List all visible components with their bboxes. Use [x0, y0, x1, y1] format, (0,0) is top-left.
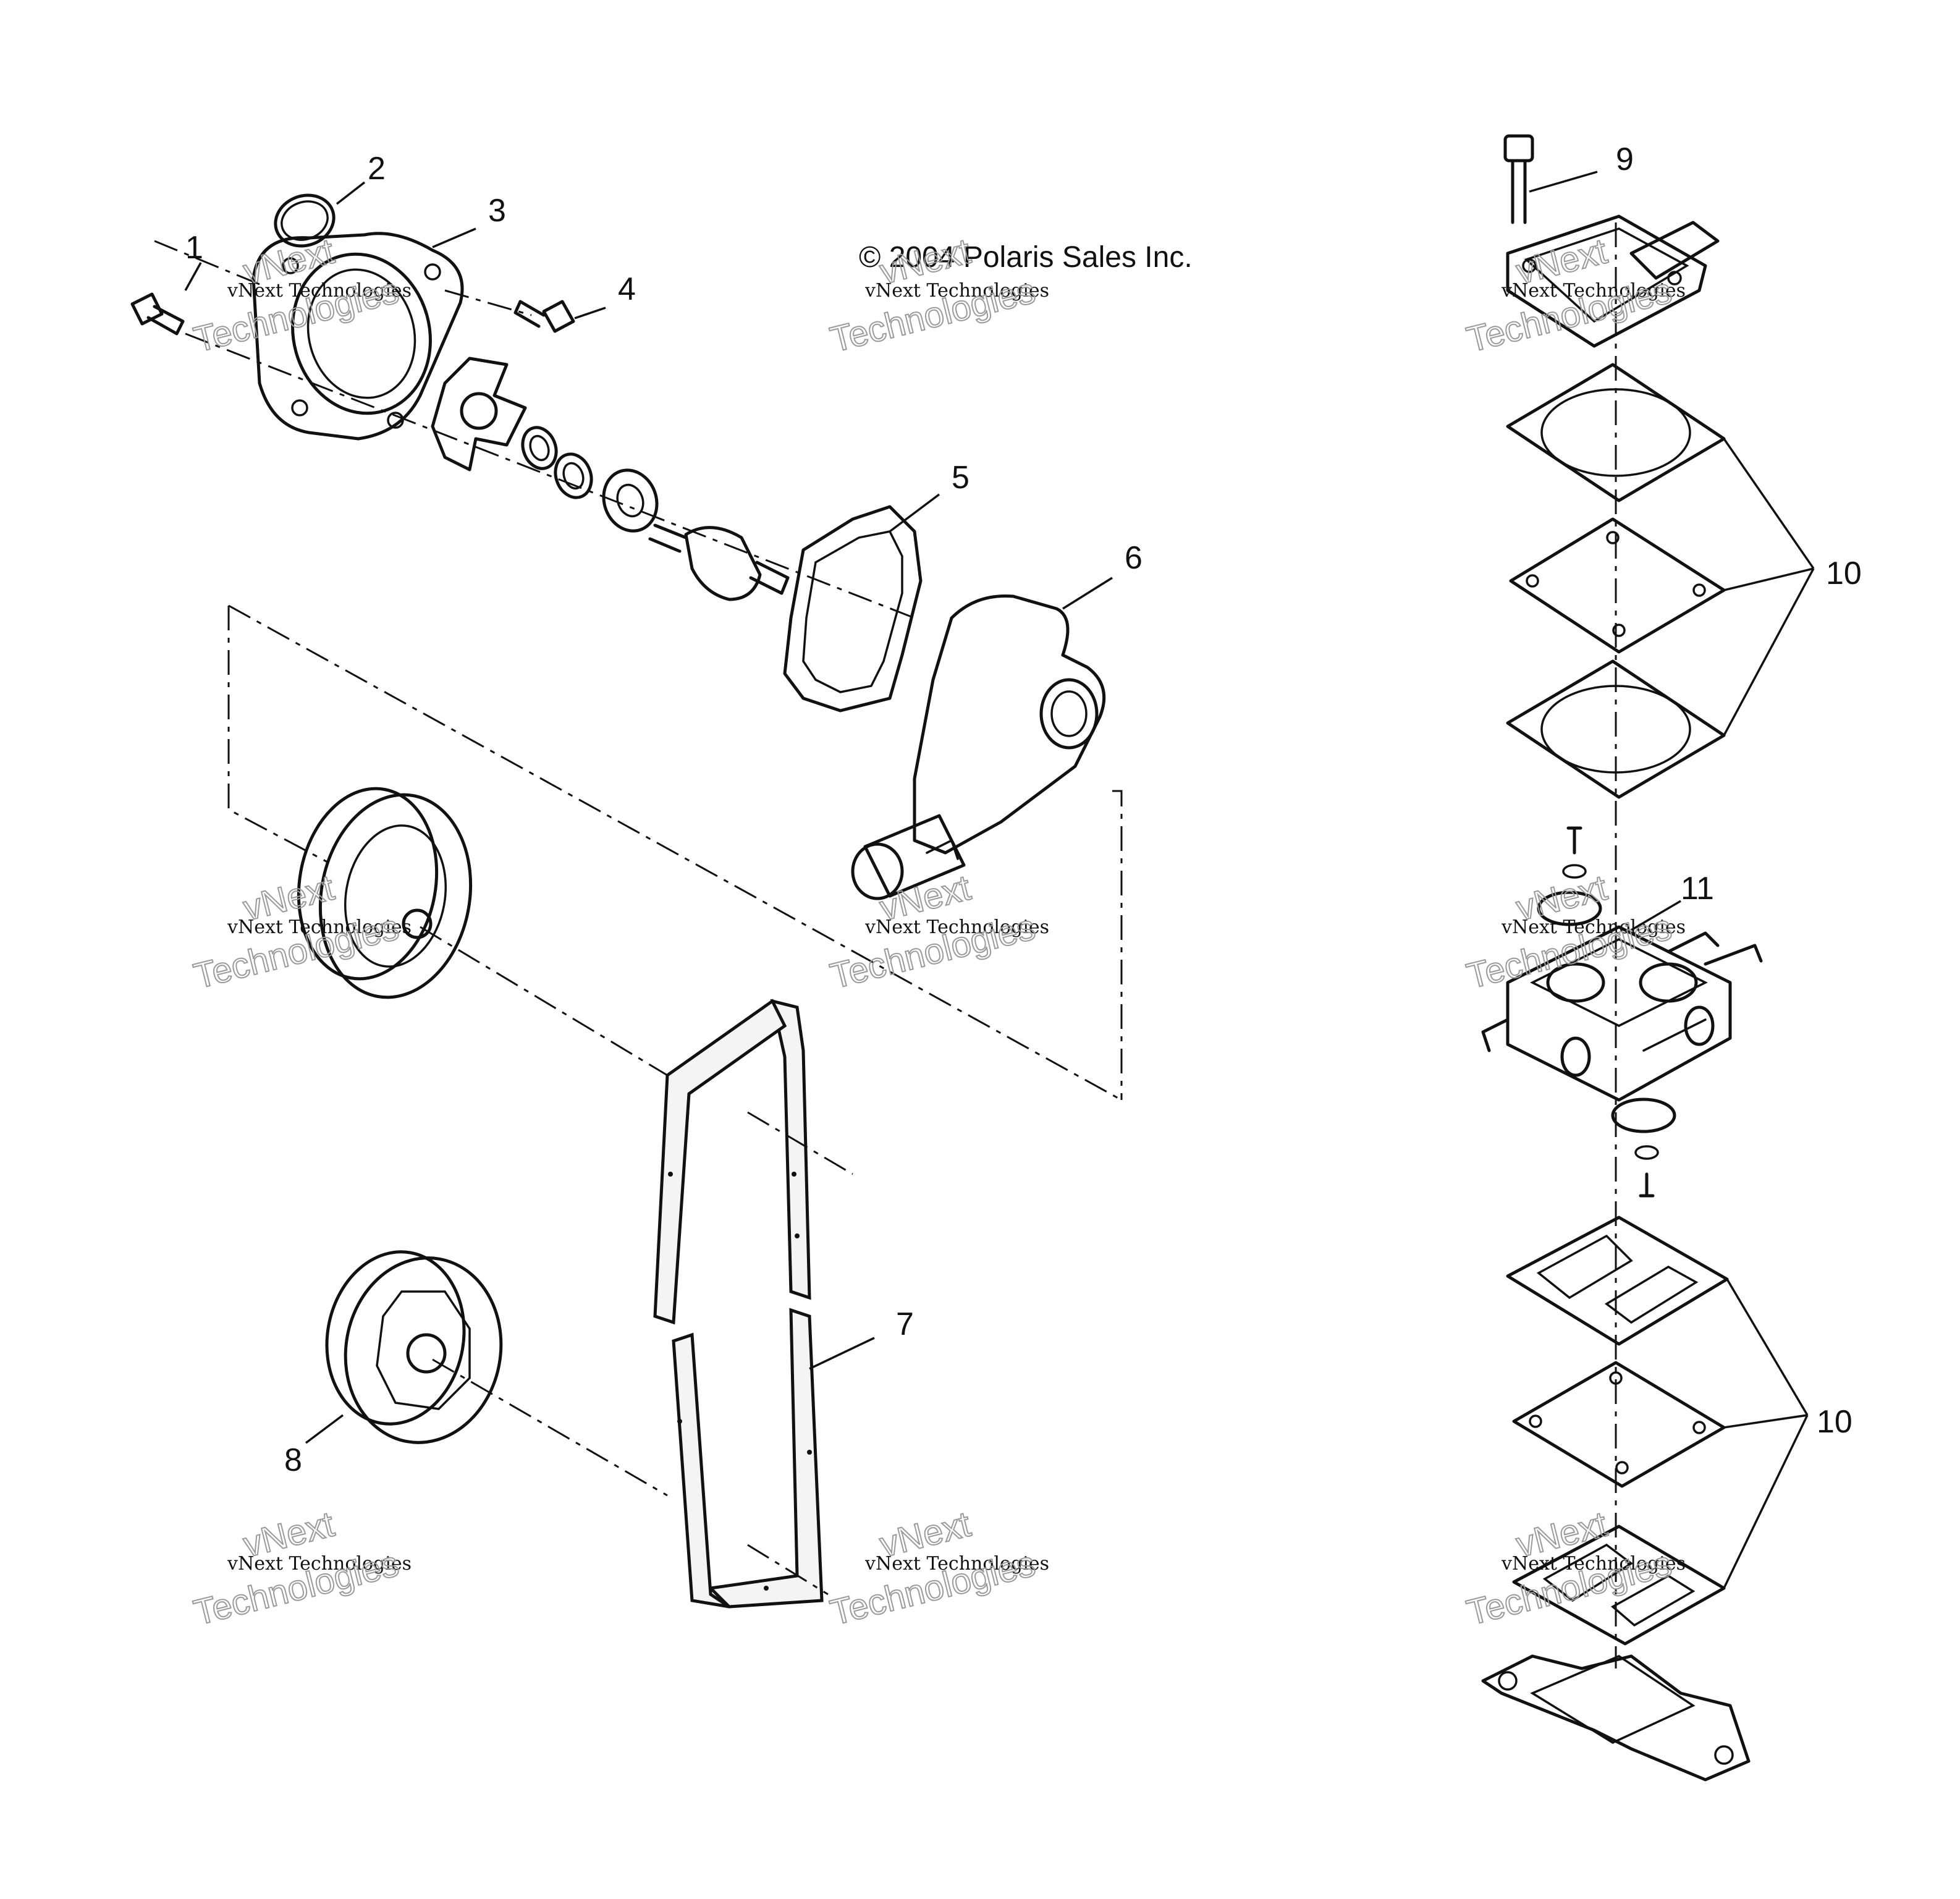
seal-1[interactable]: [517, 423, 562, 473]
diaphragm-part-10-upper[interactable]: [1509, 517, 1726, 654]
svg-text:vNext Technologies: vNext Technologies: [227, 280, 412, 302]
watermarks: vNext Technologies vNext Technologies vN…: [189, 231, 1686, 1634]
watermark-8: vNext Technologies vNext Technologies: [826, 1504, 1049, 1634]
svg-text:vNext Technologies: vNext Technologies: [1501, 916, 1686, 938]
callout-6: 6: [1125, 540, 1143, 576]
valve-screw-bottom[interactable]: [1611, 1098, 1676, 1198]
pump-shaft[interactable]: [648, 523, 790, 601]
fuel-pump-top-cover[interactable]: [1506, 214, 1720, 348]
drive-belt-part-7[interactable]: [653, 999, 824, 1609]
callout-10-lower: 10: [1817, 1404, 1852, 1440]
gasket-part-10-lower-1[interactable]: [1506, 1216, 1729, 1346]
callout-11: 11: [1681, 871, 1714, 907]
callout-10-upper: 10: [1826, 556, 1862, 591]
bolt-part-4[interactable]: [513, 300, 575, 333]
watermark-3: vNext Technologies vNext Technologies: [1462, 231, 1686, 361]
watermark-4: vNext Technologies vNext Technologies: [189, 867, 412, 997]
svg-text:vNext Technologies: vNext Technologies: [1501, 280, 1686, 302]
gasket-part-5[interactable]: [783, 505, 923, 713]
crank-pulley[interactable]: [284, 777, 486, 1009]
svg-text:vNext Technologies: vNext Technologies: [227, 916, 412, 938]
pump-pulley-part-8[interactable]: [313, 1241, 515, 1455]
screw-part-9[interactable]: [1503, 134, 1534, 224]
svg-text:vNext Technologies: vNext Technologies: [864, 280, 1049, 302]
watermark-6: vNext Technologies vNext Technologies: [1462, 867, 1686, 997]
svg-text:vNext Technologies: vNext Technologies: [1501, 1553, 1686, 1575]
pump-housing-part-6[interactable]: [851, 594, 1106, 900]
callout-8: 8: [284, 1442, 302, 1478]
callout-4: 4: [618, 271, 636, 307]
callouts: 1 2 3 4 5 6 7 8 9 10 11 10: [184, 142, 1862, 1589]
valve-screw-top[interactable]: [1537, 826, 1602, 926]
bearing[interactable]: [595, 463, 665, 539]
callout-7: 7: [896, 1306, 914, 1342]
fuel-pump-base-plate[interactable]: [1481, 1654, 1751, 1782]
watermark-7: vNext Technologies vNext Technologies: [189, 1504, 412, 1634]
copyright-notice: © 2004 Polaris Sales Inc.: [859, 241, 1193, 274]
assembly-lines-left: [154, 240, 1123, 1596]
watermark-5: vNext Technologies vNext Technologies: [826, 867, 1049, 997]
callout-9: 9: [1616, 142, 1634, 177]
diaphragm-part-10-lower[interactable]: [1512, 1361, 1726, 1488]
callout-5: 5: [952, 460, 969, 496]
watermark-1: vNext Technologies vNext Technologies: [189, 231, 412, 361]
bolt-part-1[interactable]: [130, 292, 185, 336]
impeller[interactable]: [431, 357, 527, 472]
seal-2[interactable]: [549, 449, 597, 503]
svg-text:vNext Technologies: vNext Technologies: [864, 916, 1049, 938]
callout-1: 1: [185, 230, 203, 266]
svg-text:vNext Technologies: vNext Technologies: [227, 1553, 412, 1575]
callout-3: 3: [488, 193, 506, 229]
callout-2: 2: [368, 151, 386, 187]
svg-text:vNext Technologies: vNext Technologies: [864, 1553, 1049, 1575]
pump-cover-part-3[interactable]: [251, 232, 464, 441]
fuel-pump-body-part-11[interactable]: [1481, 925, 1763, 1102]
